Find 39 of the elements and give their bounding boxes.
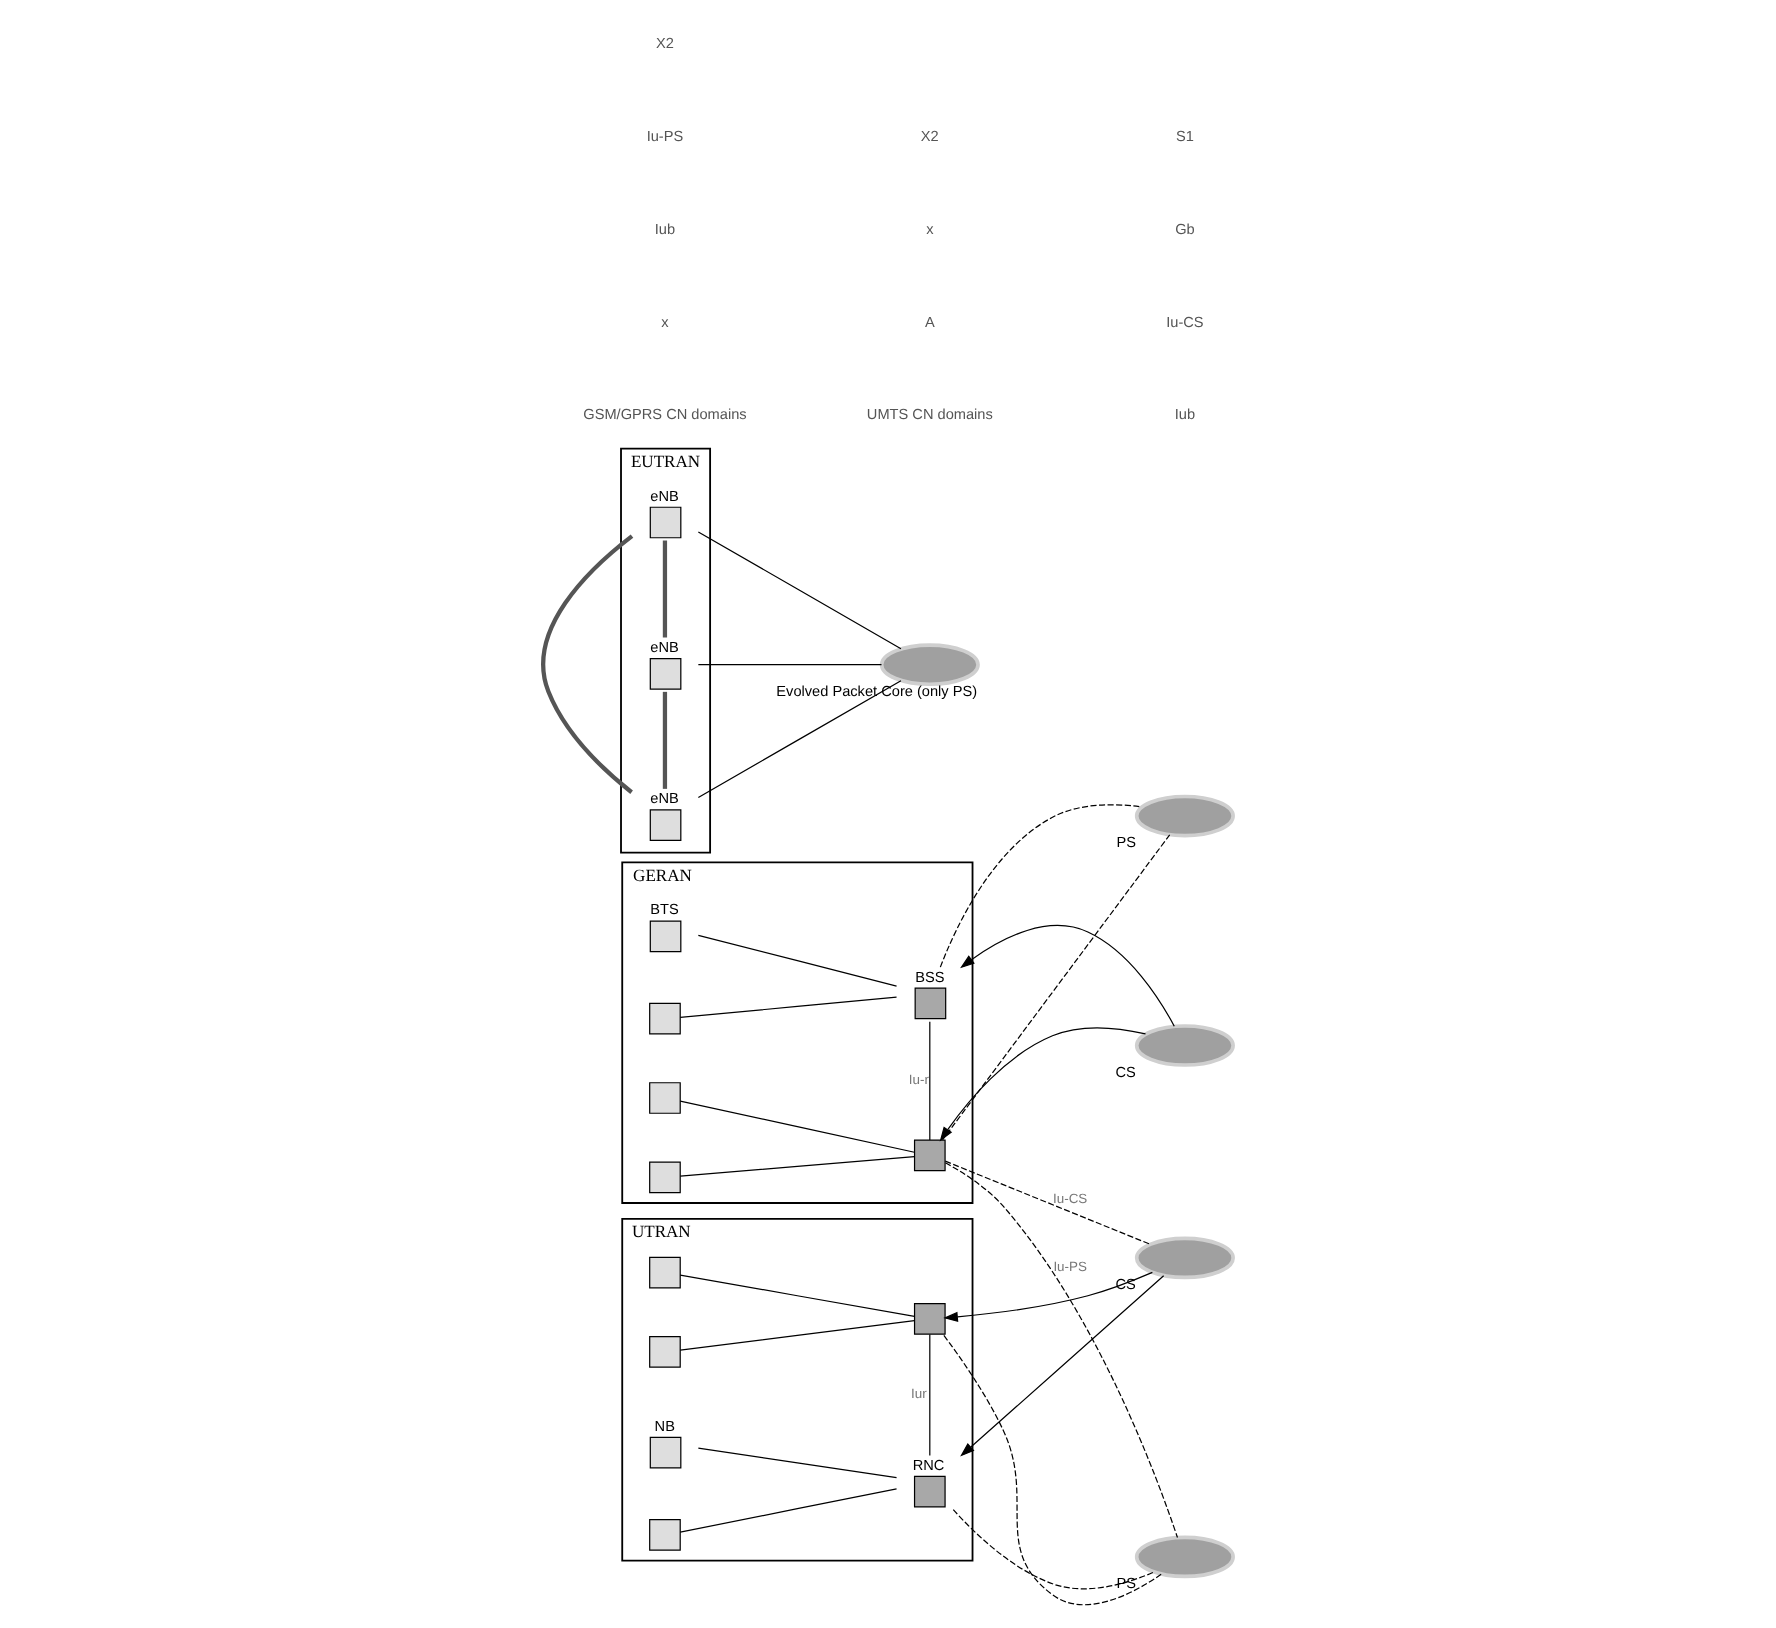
node-box (649, 1256, 681, 1289)
node-box (649, 1519, 681, 1551)
node-box (649, 1161, 681, 1194)
arrow (960, 924, 1175, 1027)
connector (679, 996, 898, 1018)
connector (697, 934, 898, 987)
connector (929, 1021, 931, 1141)
node-box (649, 1002, 681, 1035)
node-box (649, 1082, 681, 1114)
connector (939, 804, 1143, 968)
connector (679, 1155, 915, 1177)
connector (679, 1320, 915, 1351)
node-ellipse (1134, 1236, 1235, 1280)
arrow (939, 1027, 1147, 1142)
connector (662, 691, 668, 789)
node-box (913, 1303, 946, 1335)
connector (541, 534, 634, 794)
connector (944, 1162, 1179, 1539)
node-ellipse (1134, 1535, 1235, 1579)
connector (942, 1333, 1162, 1606)
connector (952, 1509, 1155, 1590)
connector (697, 531, 902, 650)
arrow (943, 1271, 1153, 1322)
connector (941, 834, 1171, 1141)
node-box (649, 1336, 681, 1368)
connector (929, 1334, 931, 1457)
connector (697, 664, 883, 666)
node-box (913, 1139, 946, 1172)
connector (679, 1488, 898, 1533)
connector (679, 1100, 915, 1153)
connector (697, 680, 902, 799)
connector (662, 540, 668, 638)
node-ellipse (1134, 1024, 1235, 1067)
node-ellipse (879, 643, 980, 687)
connector (679, 1274, 915, 1318)
connector (697, 1447, 898, 1479)
arrow (960, 1275, 1165, 1457)
connector (944, 1160, 1151, 1245)
node-ellipse (1134, 794, 1235, 838)
